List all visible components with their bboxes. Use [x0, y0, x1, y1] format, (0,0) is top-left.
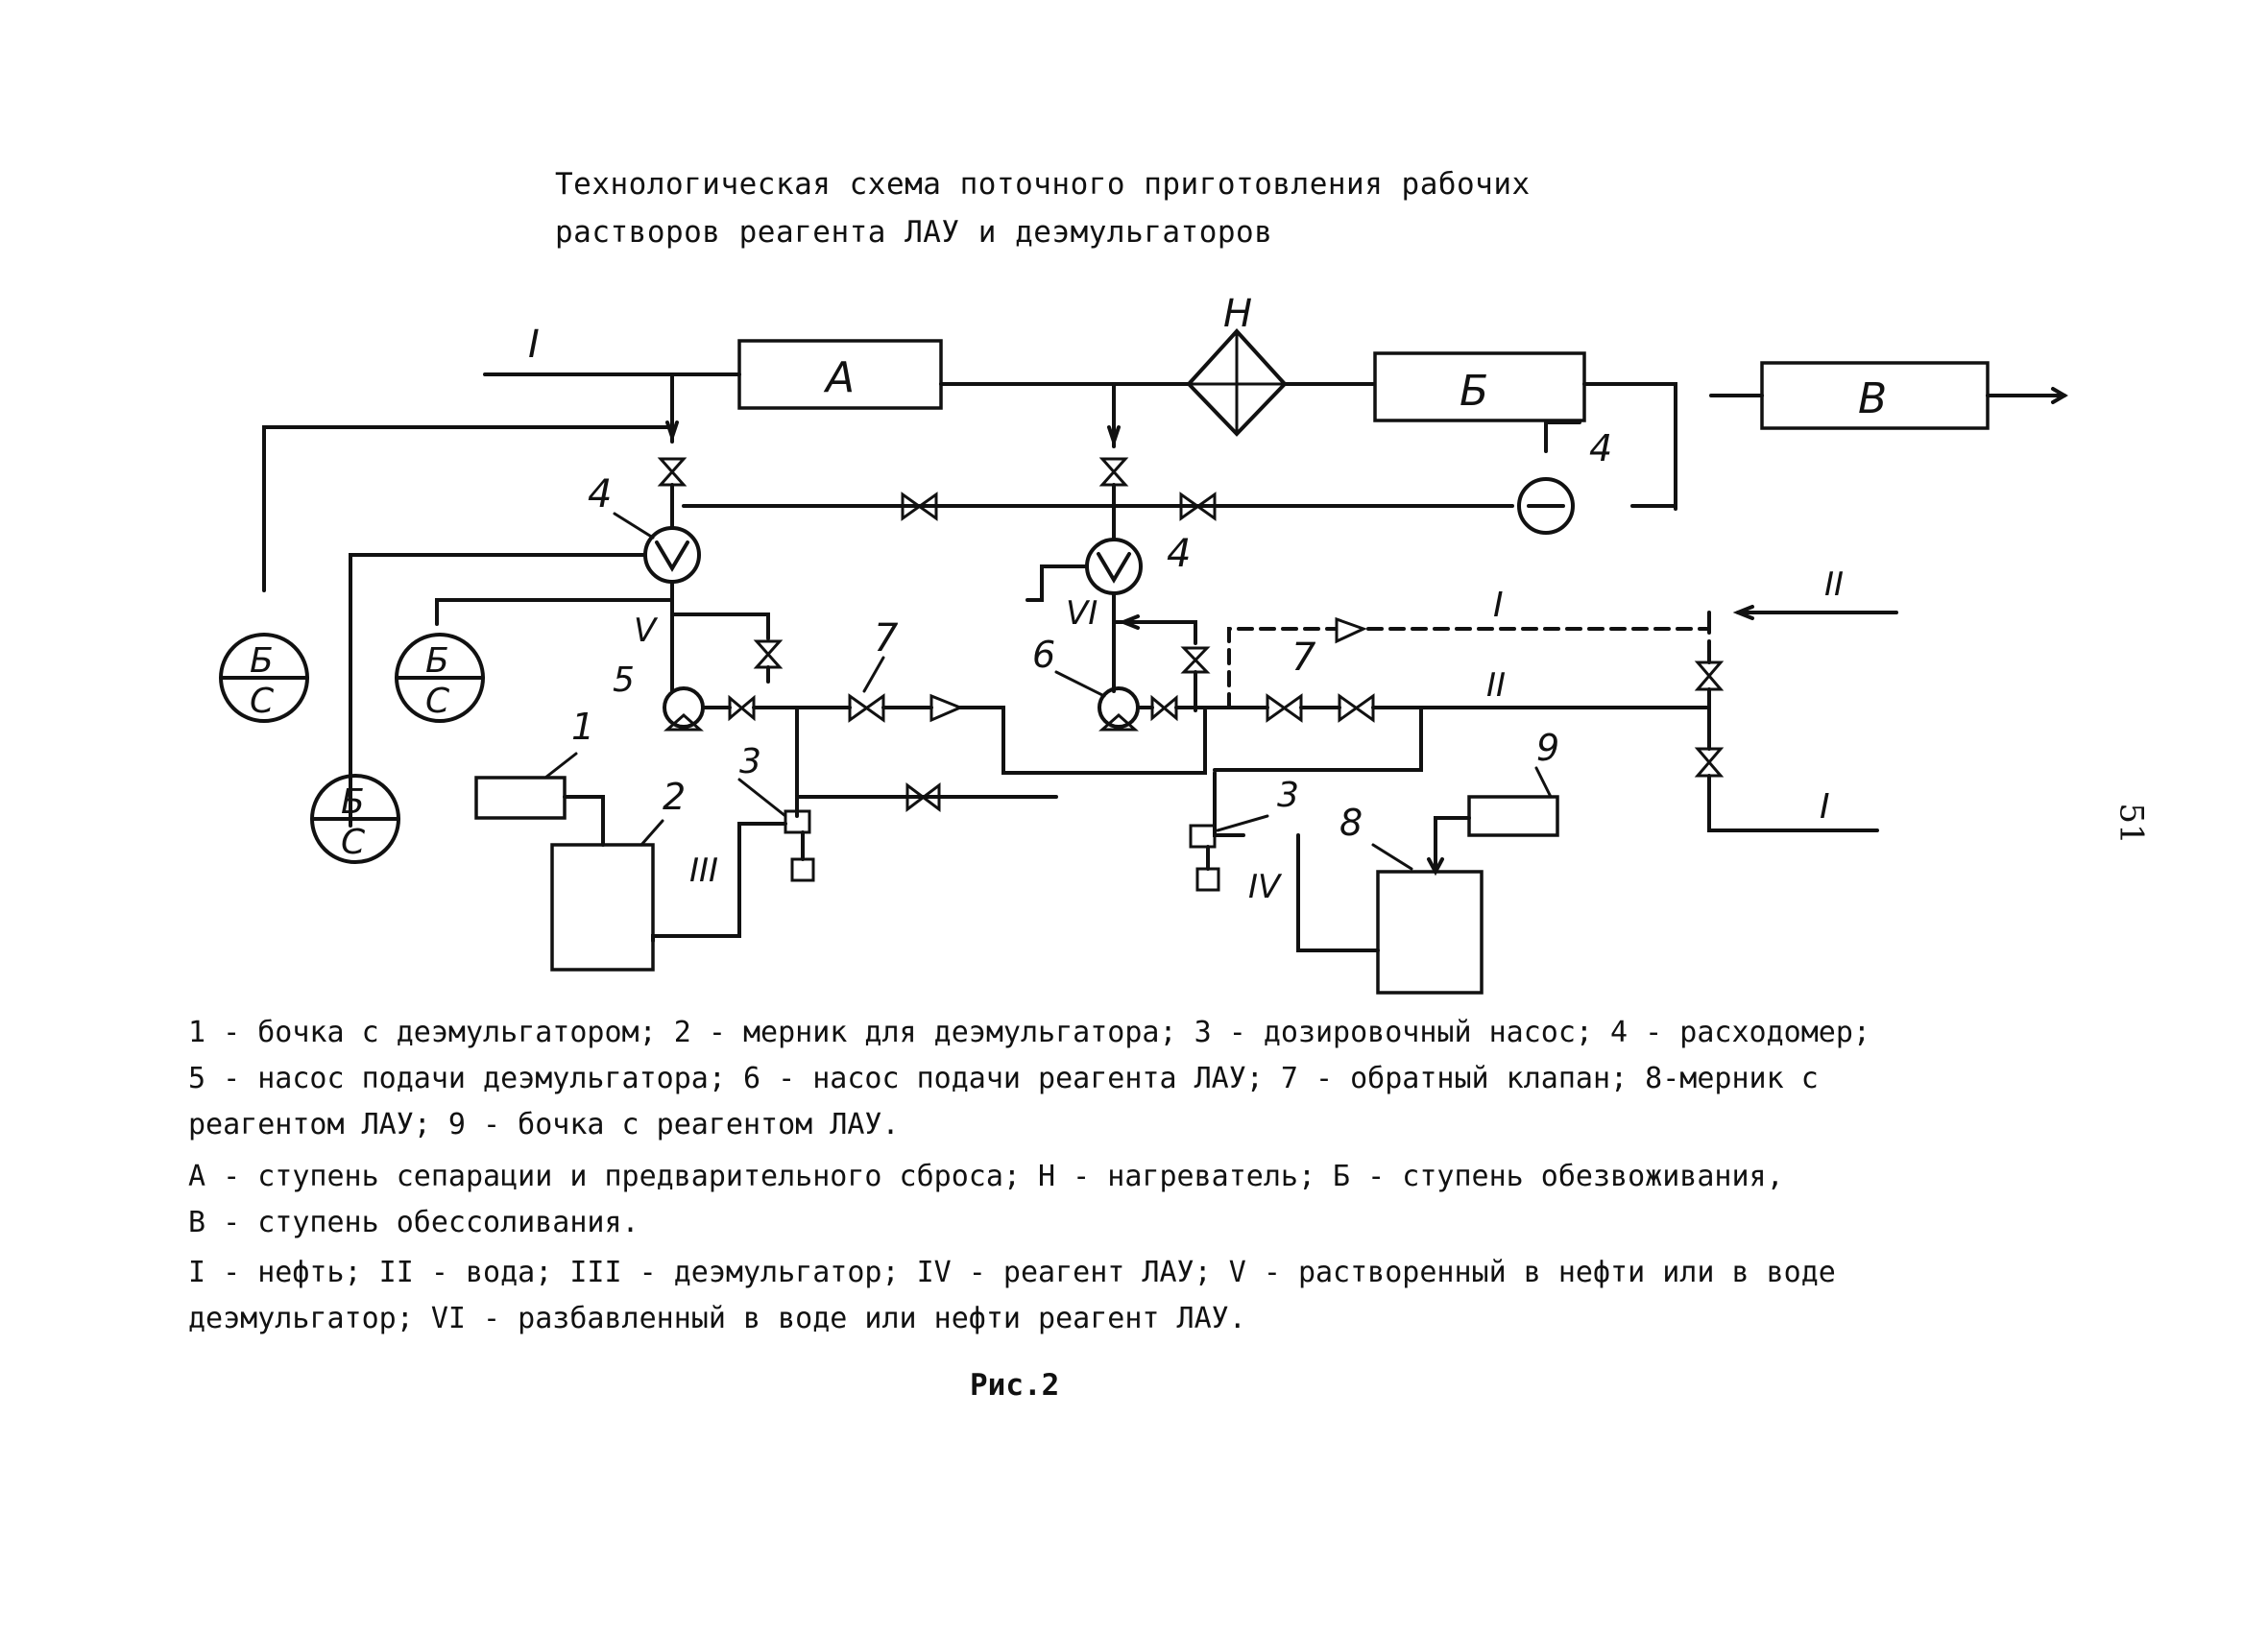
flowmeter-4-left	[643, 526, 701, 584]
valve-right-bottom	[1694, 747, 1725, 778]
valve-right-2	[1338, 693, 1375, 723]
pump-5	[663, 686, 705, 732]
legend-line-7: деэмульгатор; VI - разбавленный в воде и…	[188, 1302, 1246, 1335]
heater-label: Н	[1223, 292, 1252, 336]
legend-line-2: 5 - насос подачи деэмульгатора; 6 - насо…	[188, 1062, 1819, 1095]
dosing-pump-3-left	[784, 809, 815, 882]
valve-6	[1150, 694, 1178, 722]
valve-mid-top	[1098, 457, 1129, 487]
valve-right-top	[1694, 660, 1725, 691]
block-v	[1760, 361, 1990, 430]
label-6: 6	[1032, 634, 1055, 676]
label-1: 1	[571, 706, 594, 748]
valve-mid-bottom	[905, 781, 941, 813]
check-valve-left-2	[929, 693, 964, 723]
tank-left	[219, 633, 309, 723]
page-number: 51	[2111, 803, 2151, 845]
label-3-left: 3	[739, 742, 761, 781]
valve-h-2	[1179, 492, 1217, 521]
legend-line-4: А - ступень сепарации и предварительного…	[188, 1160, 1784, 1193]
valve-6-small	[1180, 646, 1211, 674]
dosing-pump-3-right	[1189, 824, 1220, 892]
legend-line-6: I - нефть; II - вода; III - деэмульгатор…	[188, 1256, 1836, 1289]
stream-ii-label-top: II	[1824, 565, 1844, 604]
stream-iv-label: IV	[1248, 868, 1283, 906]
tank-left-bottom: С	[250, 682, 275, 721]
legend-line-1: 1 - бочка с деэмульгатором; 2 - мерник д…	[188, 1016, 1870, 1049]
diagram-title-line-2: растворов реагента ЛАУ и деэмульгаторов	[555, 215, 1273, 250]
block-v-label: В	[1858, 374, 1887, 423]
pump-6	[1098, 686, 1140, 732]
stream-ii-label-mid: II	[1486, 666, 1506, 705]
diagram-title-line-1: Технологическая схема поточного приготов…	[555, 167, 1531, 202]
label-9: 9	[1536, 727, 1559, 769]
valve-v-small	[753, 639, 784, 669]
legend-line-5: В - ступень обессоливания.	[188, 1206, 639, 1239]
stream-v-label: V	[634, 612, 659, 650]
label-4-mid: 4	[1167, 532, 1191, 576]
label-7-left: 7	[874, 616, 899, 660]
stream-i-mid-label: I	[1493, 586, 1504, 625]
stream-vi-label: VI	[1066, 594, 1098, 633]
label-4-left: 4	[588, 472, 612, 516]
valve-left-top	[657, 457, 688, 487]
block-b	[1373, 351, 1586, 422]
valve-h-1	[901, 492, 938, 521]
tank-mid-bottom: С	[425, 682, 450, 721]
label-8: 8	[1339, 802, 1363, 844]
barrel-1	[474, 776, 567, 820]
flowmeter-4-right	[1517, 477, 1575, 535]
block-b-label: Б	[1460, 367, 1488, 416]
tank-mid	[395, 633, 485, 723]
tank-bottom-top: Б	[341, 782, 365, 822]
block-a	[737, 339, 943, 410]
label-4-right: 4	[1589, 427, 1612, 469]
label-5: 5	[613, 660, 635, 700]
check-valve-7-left	[848, 693, 885, 723]
stream-i-input-label: I	[528, 323, 540, 367]
tank-bottom-bottom: С	[341, 823, 366, 862]
tank-mid-top: Б	[425, 641, 449, 681]
valve-5	[728, 694, 756, 722]
check-valve-top	[1335, 616, 1367, 644]
block-a-label: А	[823, 353, 855, 402]
stream-i-bottom-label: I	[1820, 787, 1830, 827]
tank-bottom	[310, 774, 400, 864]
flowmeter-4-mid	[1085, 538, 1143, 595]
legend-line-3: реагентом ЛАУ; 9 - бочка с реагентом ЛАУ…	[188, 1108, 900, 1141]
label-3-right: 3	[1277, 776, 1299, 815]
measuring-tank-2	[550, 843, 655, 972]
stream-iii-label: III	[689, 852, 718, 890]
measuring-tank-8	[1376, 870, 1484, 995]
tank-left-top: Б	[250, 641, 274, 681]
figure-caption: Рис.2	[970, 1368, 1060, 1403]
label-7-right: 7	[1291, 636, 1316, 680]
check-valve-7-right	[1266, 693, 1303, 723]
label-2: 2	[663, 776, 686, 818]
barrel-9	[1467, 795, 1559, 837]
